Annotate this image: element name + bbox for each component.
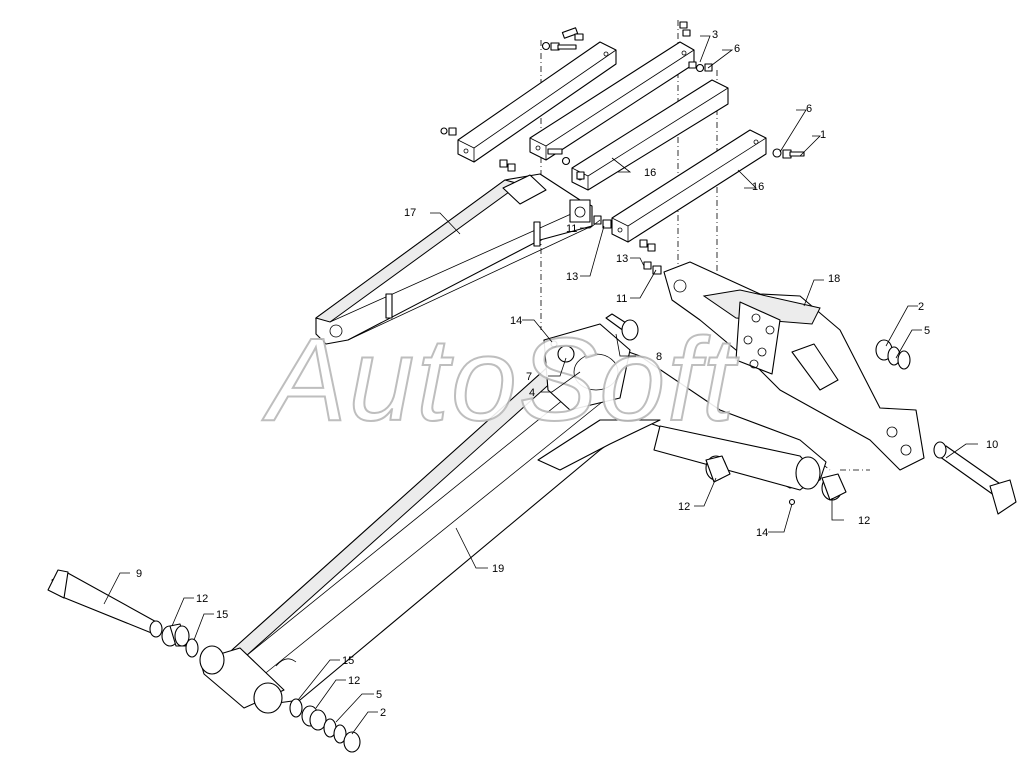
callout-8: 8 [656,351,662,363]
callout-19: 19 [492,563,504,575]
callout-5-right: 5 [924,325,930,337]
callout-2-right: 2 [918,301,924,313]
link-plate-16-front [571,79,729,191]
link-plate-upper-left [457,41,617,163]
callout-1: 1 [820,129,826,141]
callout-13-a: 13 [566,271,578,283]
callout-17: 17 [404,207,416,219]
callout-15-bottom: 15 [342,655,354,667]
watermark-text: AutoSoft [262,314,739,446]
callout-16-a: 16 [644,167,656,179]
upper-arm-17 [314,173,593,345]
callout-14-top: 14 [510,315,522,327]
callout-4: 4 [529,387,535,399]
pin-8 [605,313,639,341]
callout-6-top: 6 [734,43,740,55]
fasteners [440,21,805,275]
link-plate-16-lower [611,129,767,243]
callout-6-right: 6 [806,103,812,115]
callout-16-b: 16 [752,181,764,193]
callout-7: 7 [526,371,532,383]
callout-5-bottom: 5 [376,689,382,701]
bracket-frame-18 [663,261,925,471]
callout-12-bottom: 12 [348,675,360,687]
callout-11-a: 11 [566,223,577,235]
callout-leaders [103,35,978,735]
bushings-and-rings [161,339,911,753]
callout-10: 10 [986,439,998,451]
callout-11-b: 11 [616,293,627,305]
callout-9: 9 [136,568,142,580]
callout-12-center-right: 12 [858,515,870,527]
callout-13-b: 13 [616,253,628,265]
callout-12-center-left: 12 [678,501,690,513]
callout-15-left: 15 [216,609,228,621]
main-arm-19 [199,323,827,714]
callout-14-bottom: 14 [756,527,768,539]
callout-2-bottom: 2 [380,707,386,719]
pin-9 [47,569,163,638]
callout-18: 18 [828,273,840,285]
callout-labels: 3 6 6 1 17 16 16 11 13 13 11 18 2 5 14 8… [136,29,998,719]
callout-12-left: 12 [196,593,208,605]
callout-3: 3 [712,29,718,41]
pin-10 [933,441,1017,515]
